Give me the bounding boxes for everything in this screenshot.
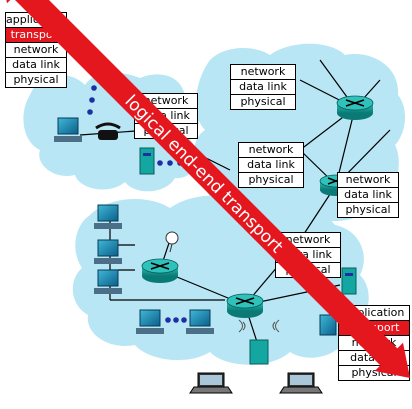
layer-data-link: data link	[231, 79, 295, 94]
layer-data-link: data link	[239, 157, 303, 172]
router-icon-upper-right	[336, 95, 374, 120]
layer-data-link: data link	[6, 57, 66, 72]
layer-physical: physical	[239, 172, 303, 187]
layer-physical: physical	[6, 72, 66, 87]
layer-physical: physical	[338, 202, 398, 217]
protocol-stack-router-middle: network data link physical	[238, 142, 304, 188]
dotted-connectors	[87, 85, 187, 323]
layer-data-link: data link	[338, 187, 398, 202]
layer-network: network	[285, 233, 331, 246]
router-icon-bottom-left	[141, 258, 179, 283]
access-point-icon	[238, 319, 280, 365]
layer-network: network	[345, 173, 391, 186]
server-icon-left	[139, 147, 155, 175]
arrow-label: logical end-end transport	[121, 91, 287, 257]
layer-network: network	[248, 143, 294, 156]
layer-physical: physical	[231, 94, 295, 109]
double-arrow-shape	[0, 0, 411, 379]
server-icon-right	[341, 267, 357, 295]
protocol-stack-router-right: network data link physical	[337, 172, 399, 218]
protocol-stack-source-host: application transport network data link …	[5, 12, 67, 88]
layer-network: network	[143, 94, 189, 107]
protocol-stack-router-upper: network data link physical	[230, 64, 296, 110]
laptop-icons	[189, 372, 323, 394]
desktop-computer-icons	[54, 117, 337, 336]
telephone-icon	[95, 122, 121, 140]
layer-network: network	[240, 65, 286, 78]
satellite-dish-icon	[165, 231, 179, 253]
layer-network: network	[6, 42, 66, 57]
router-icon-bottom-center	[226, 293, 264, 318]
